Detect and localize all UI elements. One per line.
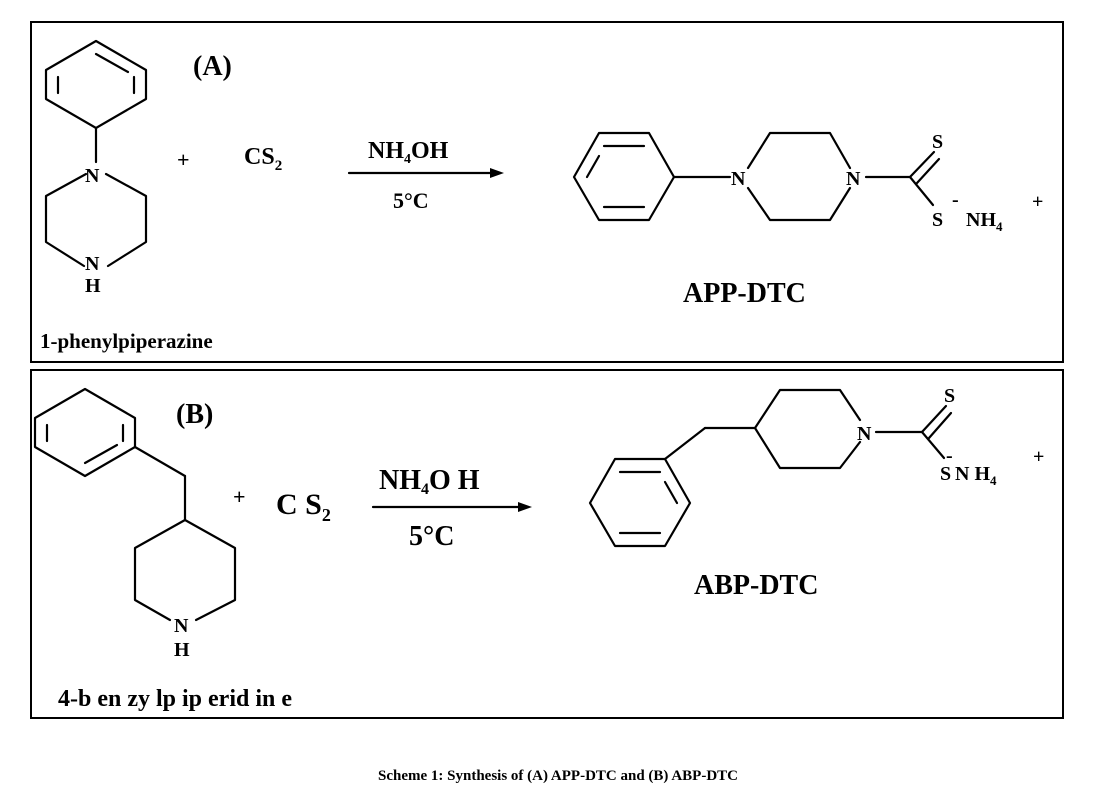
product-b-name: ABP-DTC — [694, 570, 818, 601]
atom-s: S — [940, 463, 951, 485]
condition-a-bottom: 5°C — [393, 188, 429, 213]
atom-s: S — [932, 209, 943, 231]
piperidine-ring-right — [183, 518, 237, 622]
abp-dtc-structure: N S S - N H4 + — [588, 385, 1044, 548]
atom-n: N — [857, 423, 872, 445]
atom-n: N — [174, 615, 189, 637]
atom-s: S — [944, 385, 955, 407]
piperazine-ring-left — [44, 172, 88, 268]
plus-sign-b: + — [233, 484, 246, 509]
condition-b-top: NH4O H — [379, 465, 480, 498]
charge-minus: - — [946, 445, 953, 467]
atom-n: N — [846, 168, 861, 190]
charge-plus: + — [1032, 191, 1043, 213]
benzylpiperidine-structure: N H — [33, 387, 237, 661]
panel-a-label: (A) — [193, 51, 232, 82]
benzene-ring — [588, 457, 692, 548]
panel-a-frame — [30, 21, 1064, 363]
piperidine-ring-bottom — [753, 426, 862, 470]
atom-h: H — [85, 275, 101, 297]
benzene-ring — [33, 387, 137, 478]
condition-a-top: NH4OH — [368, 138, 449, 167]
condition-b-bottom: 5°C — [409, 521, 454, 552]
plus-sign-a: + — [177, 147, 190, 172]
phenylpiperazine-structure: N N H — [44, 39, 148, 297]
charge-minus: - — [952, 189, 959, 211]
atom-n: N — [85, 165, 100, 187]
starting-material-b-name: 4-b en zy lp ip erid in e — [58, 686, 292, 712]
atom-h: H — [174, 639, 190, 661]
ammonium-ion: N H4 — [955, 463, 997, 488]
ammonium-ion: NH4 — [966, 209, 1003, 234]
piperazine-ring-top — [746, 131, 852, 170]
scheme-caption: Scheme 1: Synthesis of (A) APP-DTC and (… — [378, 768, 738, 784]
reagent-b: C S2 — [276, 488, 331, 525]
piperazine-ring-bottom — [746, 186, 852, 222]
reaction-arrow-b — [371, 502, 532, 512]
reagent-a: CS2 — [244, 144, 282, 174]
charge-plus: + — [1033, 446, 1044, 468]
atom-n: N — [85, 253, 100, 275]
atom-n: N — [731, 168, 746, 190]
piperidine-ring-top — [753, 388, 862, 430]
product-a-name: APP-DTC — [683, 278, 806, 309]
panel-b-frame — [30, 369, 1064, 719]
piperazine-ring-right — [104, 172, 148, 268]
atom-s: S — [932, 131, 943, 153]
panel-b-label: (B) — [176, 399, 213, 430]
piperidine-ring-left — [133, 518, 187, 622]
app-dtc-structure: N N S S - NH4 + — [572, 131, 1043, 234]
starting-material-a-name: 1-phenylpiperazine — [40, 329, 213, 353]
reaction-arrow-a — [347, 168, 504, 178]
